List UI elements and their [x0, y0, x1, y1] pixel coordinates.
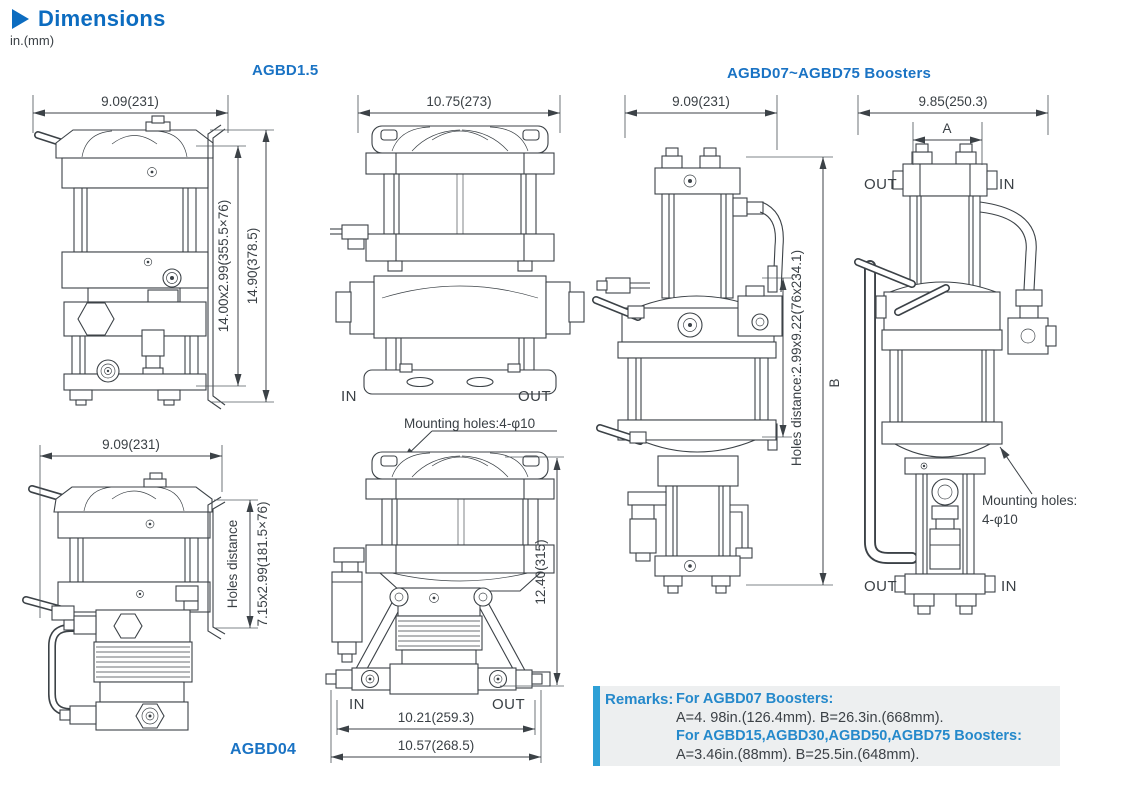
- remarks-item-title: For AGBD07 Boosters:: [676, 691, 834, 707]
- port-label-in: IN: [999, 176, 1015, 193]
- agbd04-side-dimensions: 9.09(231) Holes distance 7.15x2.99(181.5…: [39, 437, 270, 629]
- remarks-item-value: A=4. 98in.(126.4mm). B=26.3in.(668mm).: [676, 709, 944, 726]
- dim-total-height-agbd15: 14.90(378.5): [245, 228, 260, 305]
- agbd15-front-dimensions: 10.75(273) IN OUT Mounting holes:4-φ10: [341, 94, 561, 460]
- remarks-box: Remarks: For AGBD07 Boosters: A=4. 98in.…: [593, 686, 1060, 766]
- agbd15-side-view-drawing: [34, 115, 226, 410]
- dim-b-label: B: [827, 378, 842, 387]
- page-title: Dimensions: [38, 6, 166, 31]
- dim-holes-agbd07: Holes distance:2.99x9.22(76x234.1): [789, 250, 804, 466]
- label-agbd15: AGBD1.5: [252, 62, 319, 79]
- dim-width-agbd04-side: 9.09(231): [102, 437, 160, 452]
- port-label-out: OUT: [492, 696, 525, 713]
- remarks-accent-bar: [593, 686, 600, 766]
- mounting-holes-note-right-line2: 4-φ10: [982, 512, 1018, 527]
- port-label-in: IN: [1001, 578, 1017, 595]
- mounting-holes-note-right-line1: Mounting holes:: [982, 493, 1077, 508]
- agbd04-front-dimensions: 12.40(315) IN OUT 10.21(259.3) 10.57(268…: [330, 456, 564, 763]
- remarks-body: For AGBD07 Boosters: A=4. 98in.(126.4mm)…: [676, 690, 1022, 764]
- dim-width-agbd07-front: 9.09(231): [672, 94, 730, 109]
- remarks-item-value: A=3.46in.(88mm). B=25.5in.(648mm).: [676, 746, 920, 763]
- agbd07-side-dimensions: 9.85(250.3) A OUT IN Mounting holes: 4-φ…: [857, 94, 1077, 595]
- port-label-out: OUT: [518, 388, 551, 405]
- agbd15-front-view-drawing: [330, 125, 585, 395]
- agbd07-front-dimensions: 9.09(231) Holes distance:2.99x9.22(76x23…: [624, 94, 842, 586]
- agbd04-front-view-drawing: [325, 451, 555, 695]
- dim-width-agbd15-front: 10.75(273): [426, 94, 491, 109]
- section-arrow-icon: [12, 9, 29, 29]
- dim-width-agbd04-inner: 10.21(259.3): [398, 710, 475, 725]
- dim-width-agbd04-outer: 10.57(268.5): [398, 738, 475, 753]
- dim-width-agbd07-side: 9.85(250.3): [918, 94, 987, 109]
- agbd07-side-view-drawing: [854, 143, 1057, 615]
- dim-a-label: A: [942, 121, 951, 136]
- page-header: Dimensions: [12, 6, 166, 32]
- agbd15-side-dimensions: 9.09(231) 14.00x2.99(355.5×76) 14.90(378…: [32, 94, 274, 403]
- units-note: in.(mm): [10, 33, 55, 48]
- dim-height-agbd04: 12.40(315): [533, 539, 548, 604]
- port-label-out: OUT: [864, 176, 897, 193]
- port-label-in: IN: [349, 696, 365, 713]
- remarks-heading: Remarks:: [605, 691, 674, 708]
- label-agbd04: AGBD04: [230, 741, 297, 758]
- holes-distance-label: Holes distance: [225, 520, 240, 609]
- label-agbd07-75: AGBD07~AGBD75 Boosters: [727, 65, 932, 82]
- mounting-holes-note-mid: Mounting holes:4-φ10: [404, 416, 535, 431]
- remarks-item-title: For AGBD15,AGBD30,AGBD50,AGBD75 Boosters…: [676, 728, 1022, 745]
- dim-holes-height-agbd15: 14.00x2.99(355.5×76): [216, 200, 231, 332]
- dim-holes-agbd04-side: 7.15x2.99(181.5×76): [255, 502, 270, 627]
- dim-width-agbd15-side: 9.09(231): [101, 94, 159, 109]
- port-label-in: IN: [341, 388, 357, 405]
- port-label-out: OUT: [864, 578, 897, 595]
- agbd07-front-view-drawing: [592, 147, 784, 594]
- agbd04-side-view-drawing: [22, 472, 226, 731]
